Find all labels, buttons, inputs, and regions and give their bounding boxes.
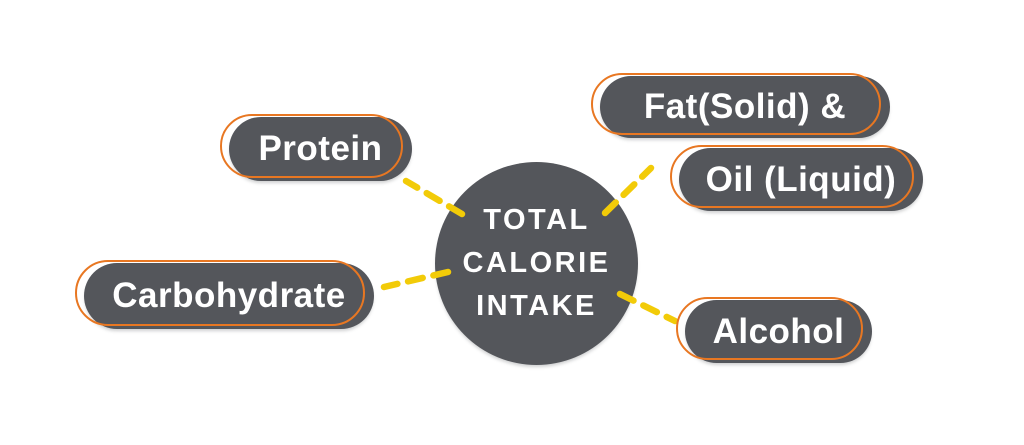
center-label-line-2: CALORIE — [462, 247, 611, 279]
node-label: Fat(Solid) & — [643, 87, 847, 126]
node-alcohol: Alcohol — [676, 297, 872, 363]
node-oil-liquid: Oil (Liquid) — [670, 145, 923, 211]
center-node-total-calorie-intake: TOTAL CALORIE INTAKE — [435, 162, 638, 365]
node-carbohydrate: Carbohydrate — [75, 260, 374, 329]
node-label: Oil (Liquid) — [705, 159, 897, 199]
node-fat-solid: Fat(Solid) & — [591, 73, 890, 138]
node-label: Alcohol — [712, 311, 845, 351]
node-label: Carbohydrate — [112, 276, 346, 315]
center-label-line-1: TOTAL — [483, 204, 590, 236]
center-label-line-3: INTAKE — [476, 290, 597, 322]
node-label: Protein — [258, 129, 383, 168]
node-protein: Protein — [220, 114, 412, 181]
